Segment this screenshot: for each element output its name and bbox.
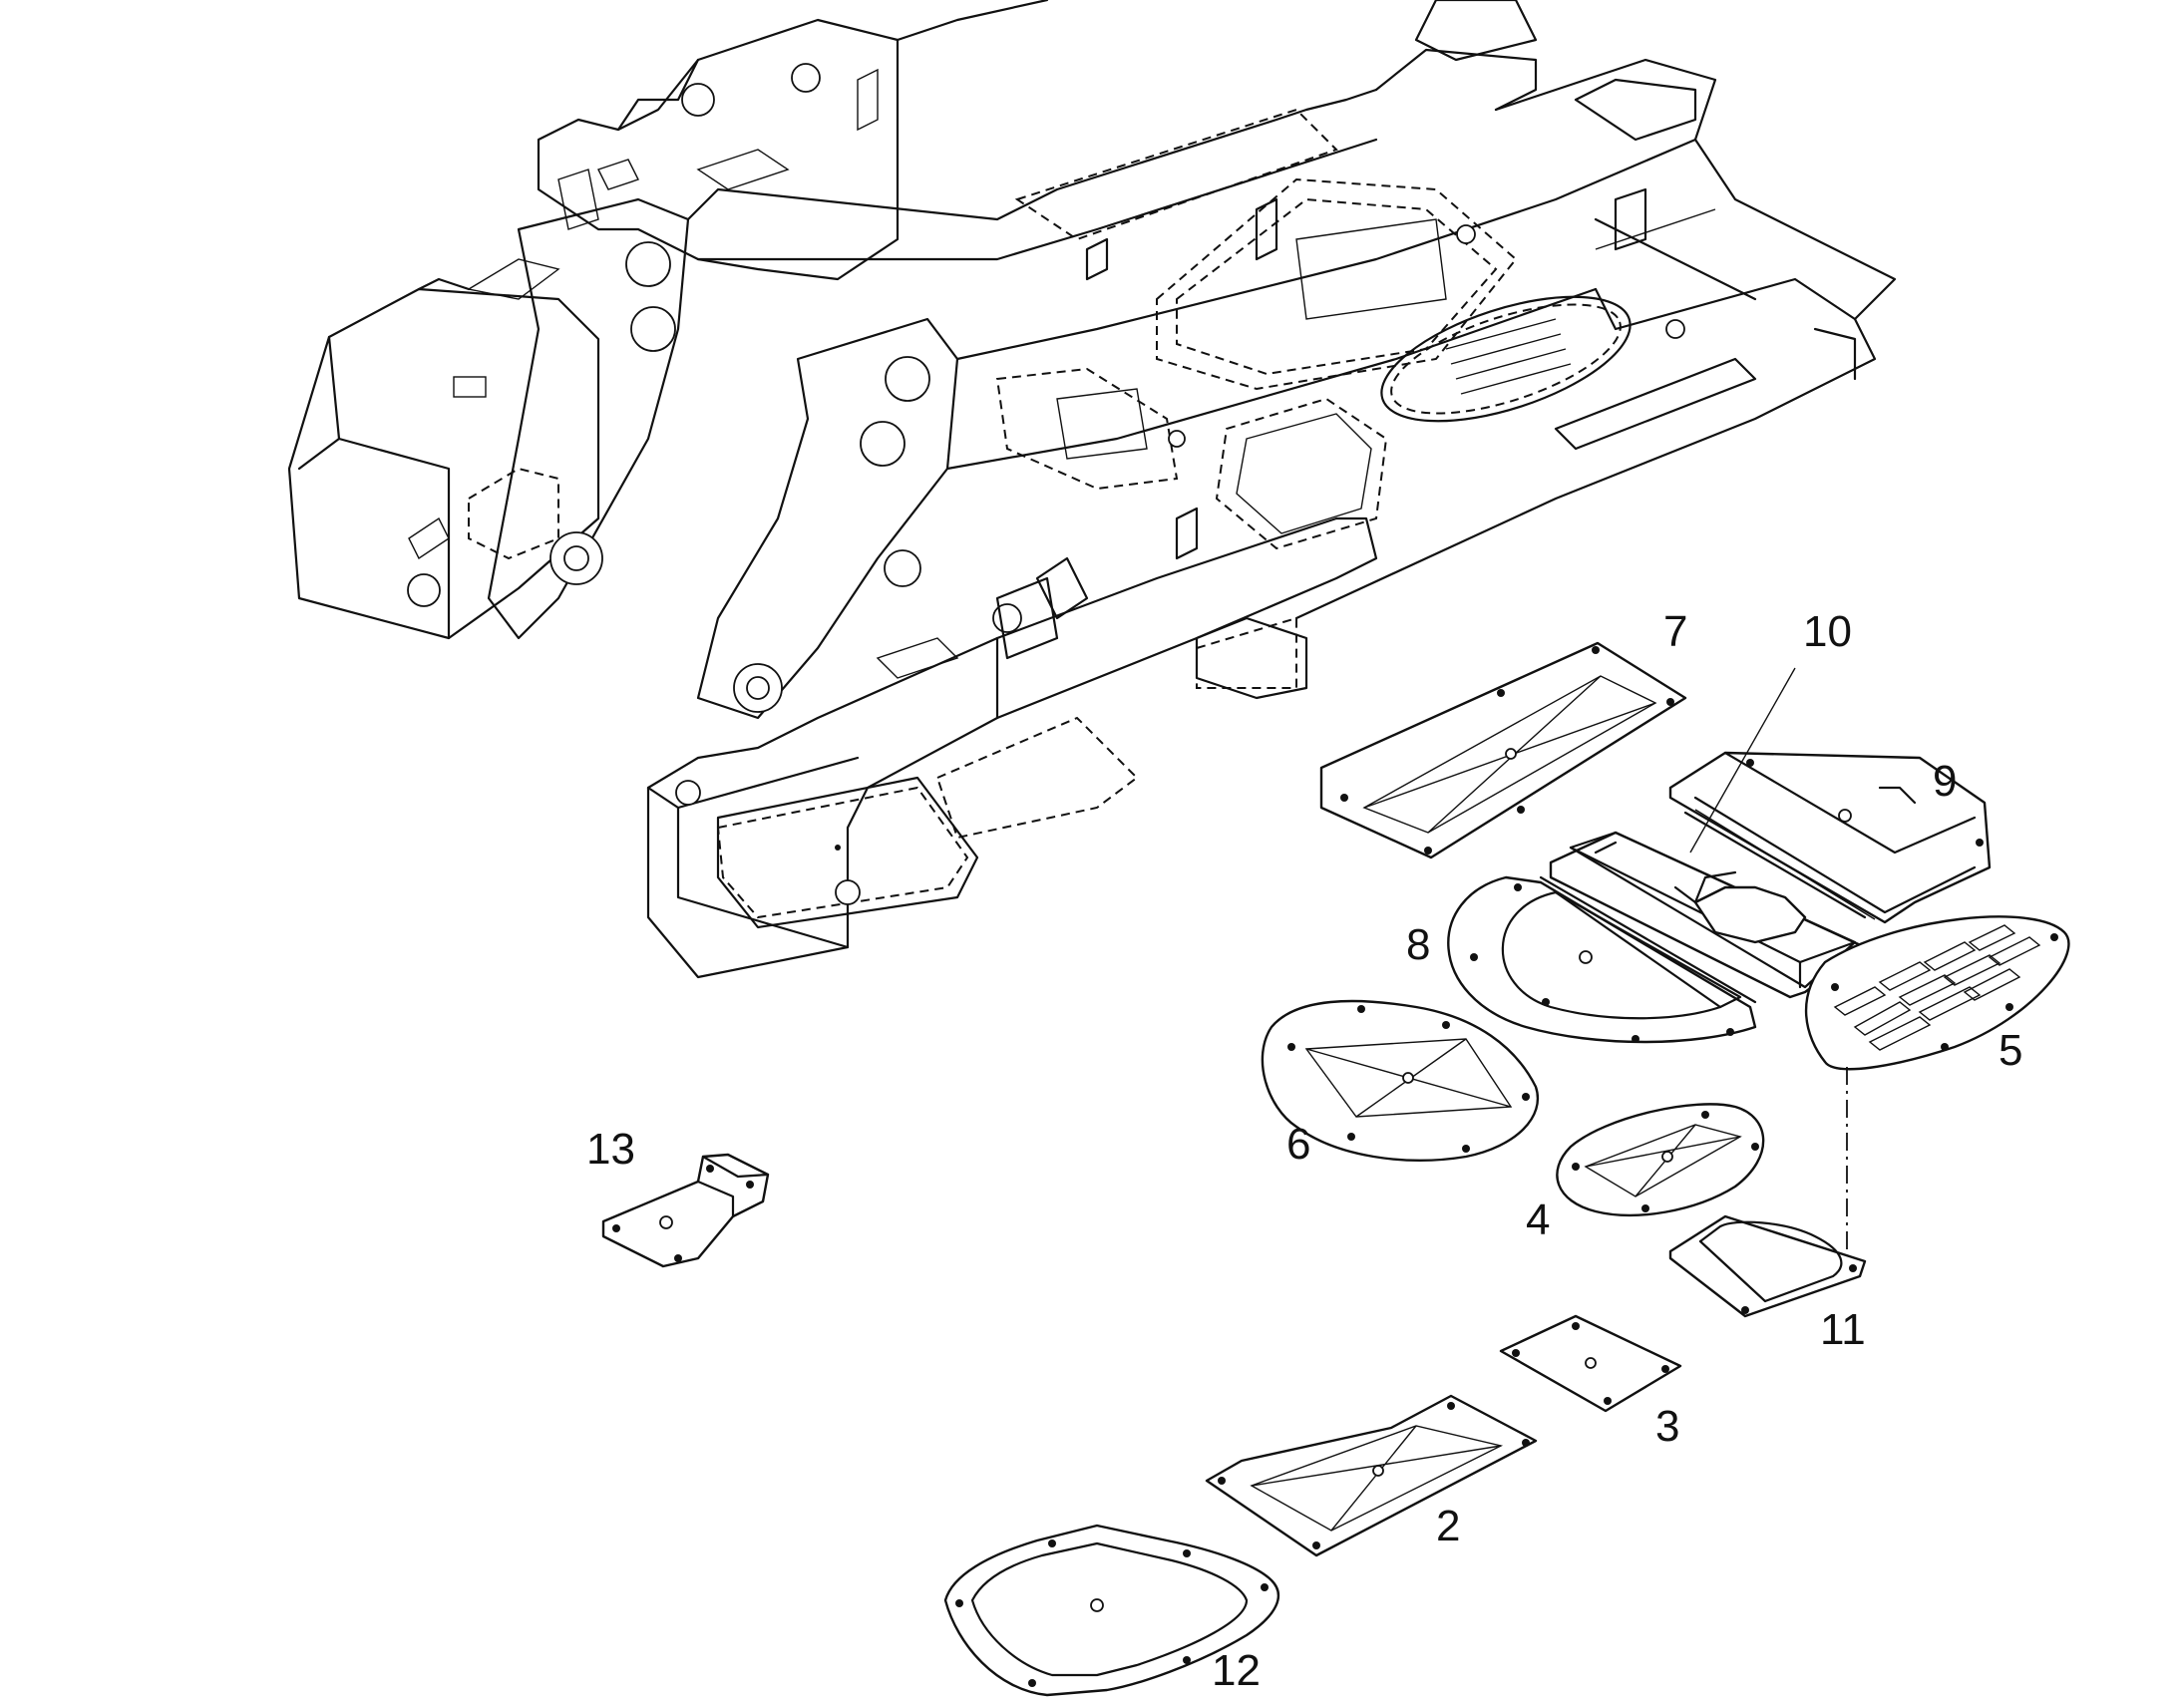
main-frame-assembly xyxy=(287,0,1897,979)
part-6-oval-cover xyxy=(1261,999,1539,1162)
part-8-half-round-cover xyxy=(1447,875,1757,1044)
callout-2: 2 xyxy=(1436,1502,1460,1550)
part-13-bracket xyxy=(601,1153,770,1268)
leader-lines xyxy=(1689,667,1796,854)
part-11-tray xyxy=(1668,1214,1867,1318)
callout-4: 4 xyxy=(1526,1196,1550,1244)
callout-5: 5 xyxy=(1998,1026,2022,1075)
callout-labels: 7 10 9 8 5 6 13 4 11 3 2 12 xyxy=(586,607,2022,1695)
part-2-tapered-cover xyxy=(1205,1394,1538,1557)
callout-8: 8 xyxy=(1406,920,1430,969)
part-4-oval-cover xyxy=(1556,1103,1765,1216)
callout-6: 6 xyxy=(1286,1120,1310,1169)
part-12-floor-plate xyxy=(943,1524,1280,1697)
leader-10 xyxy=(1689,667,1796,854)
part-10-box-panel xyxy=(1549,831,1867,999)
callout-3: 3 xyxy=(1655,1402,1679,1451)
part-7-cover-plate xyxy=(1319,641,1687,859)
part-3-square-plate xyxy=(1499,1314,1682,1413)
callout-11: 11 xyxy=(1820,1305,1866,1354)
part-9-raised-cover xyxy=(1668,751,1992,924)
callout-9: 9 xyxy=(1933,757,1957,806)
part-5-vent-plate xyxy=(1804,915,2070,1071)
callout-7: 7 xyxy=(1663,607,1687,656)
callout-13: 13 xyxy=(586,1125,635,1174)
callout-10: 10 xyxy=(1803,607,1852,656)
callout-12: 12 xyxy=(1212,1646,1261,1695)
